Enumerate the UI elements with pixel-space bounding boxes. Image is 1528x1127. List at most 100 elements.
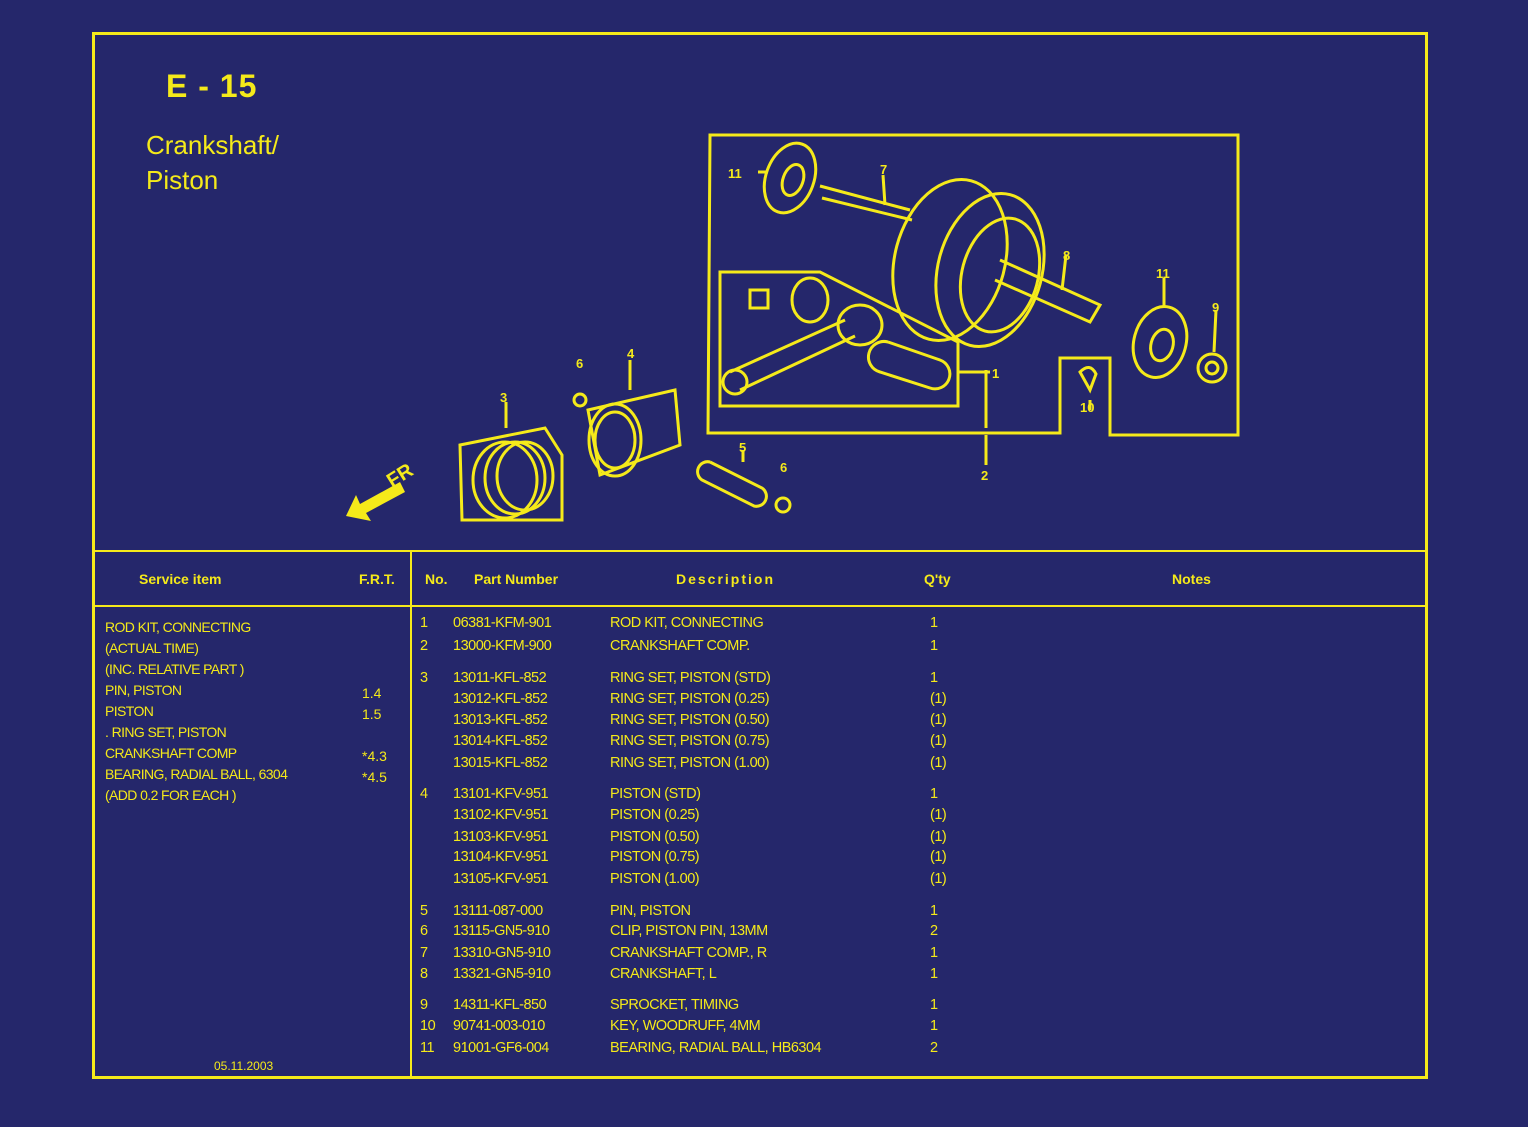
- part-number: 13310-GN5-910: [453, 945, 551, 961]
- timing-sprocket: [1196, 352, 1228, 384]
- part-description: CRANKSHAFT COMP., R: [610, 945, 767, 961]
- exploded-parts-diagram: FR 11 7 8 11 9 1 10 2 3 6 4 5 6: [346, 133, 1240, 522]
- callout-8: 8: [1063, 248, 1070, 263]
- ring-set-box: [458, 426, 564, 522]
- piston-pin: [696, 460, 768, 508]
- part-qty: (1): [930, 807, 947, 823]
- callout-10: 10: [1080, 400, 1094, 415]
- frt-value: *4.5: [362, 769, 387, 785]
- part-no: 9: [420, 997, 428, 1013]
- part-number: 91001-GF6-004: [453, 1040, 549, 1056]
- part-no: 2: [420, 638, 428, 654]
- part-number: 14311-KFL-850: [453, 997, 547, 1013]
- part-description: KEY, WOODRUFF, 4MM: [610, 1018, 761, 1034]
- service-item: (ADD 0.2 FOR EACH ): [105, 787, 237, 803]
- callout-2: 2: [981, 468, 988, 483]
- crankshaft-assembly-box: [706, 133, 1240, 437]
- part-qty: (1): [930, 849, 947, 865]
- callout-3: 3: [500, 390, 507, 405]
- section-title: Crankshaft/ Piston: [146, 128, 279, 198]
- service-item: ROD KIT, CONNECTING: [105, 619, 251, 635]
- part-description: PIN, PISTON: [610, 903, 691, 919]
- front-direction-label: FR: [383, 459, 418, 492]
- part-description: PISTON (1.00): [610, 871, 700, 887]
- table-top-rule: [94, 550, 1426, 552]
- catalog-frame: [92, 32, 1428, 1079]
- service-item: (INC. RELATIVE PART ): [105, 661, 244, 677]
- needle-bearing: [790, 276, 830, 324]
- part-number: 13102-KFV-951: [453, 807, 549, 823]
- part-number: 13014-KFL-852: [453, 733, 548, 749]
- part-number: 13115-GN5-910: [453, 923, 550, 939]
- part-qty: 1: [930, 966, 938, 982]
- part-qty: 1: [930, 615, 938, 631]
- part-no: 3: [420, 670, 428, 686]
- part-number: 13103-KFV-951: [453, 829, 549, 845]
- crank-web-right: [934, 191, 1046, 349]
- part-description: BEARING, RADIAL BALL, HB6304: [610, 1040, 822, 1056]
- part-no: 11: [420, 1040, 435, 1056]
- part-description: PISTON (0.50): [610, 829, 700, 845]
- piston-clip-bottom: [774, 496, 792, 514]
- part-no: 7: [420, 945, 428, 961]
- part-qty: (1): [930, 829, 947, 845]
- header-description: Description: [676, 571, 776, 587]
- part-qty: (1): [930, 755, 947, 771]
- header-notes: Notes: [1172, 571, 1211, 587]
- part-number: 13011-KFL-852: [453, 670, 547, 686]
- header-frt: F.R.T.: [359, 571, 395, 587]
- piston-clip-top: [572, 392, 588, 408]
- part-qty: (1): [930, 871, 947, 887]
- crankshaft-tail: [994, 258, 1103, 324]
- part-number: 13000-KFM-900: [453, 638, 552, 654]
- part-no: 1: [420, 615, 428, 631]
- title-line-2: Piston: [146, 165, 219, 195]
- service-item: BEARING, RADIAL BALL, 6304: [105, 766, 288, 782]
- part-number: 13012-KFL-852: [453, 691, 548, 707]
- part-number: 06381-KFM-901: [453, 615, 552, 631]
- service-item: (ACTUAL TIME): [105, 640, 199, 656]
- header-part-number: Part Number: [474, 571, 559, 587]
- part-qty: 1: [930, 903, 938, 919]
- part-description: CLIP, PISTON PIN, 13MM: [610, 923, 768, 939]
- part-qty: 1: [930, 638, 938, 654]
- woodruff-key: [1078, 366, 1098, 394]
- small-square: [748, 288, 770, 310]
- callout-1: 1: [992, 366, 999, 381]
- section-code: E - 15: [166, 68, 258, 104]
- part-qty: (1): [930, 733, 947, 749]
- part-qty: (1): [930, 691, 947, 707]
- callout-11-left: 11: [728, 166, 742, 181]
- front-direction-arrow: [346, 482, 405, 521]
- left-bearing: [762, 141, 818, 215]
- part-description: ROD KIT, CONNECTING: [610, 615, 764, 631]
- revision-date: 05.11.2003: [214, 1059, 274, 1073]
- part-no: 10: [420, 1018, 436, 1034]
- header-qty: Q'ty: [924, 571, 951, 587]
- crank-web-left: [891, 178, 1009, 342]
- service-item: . RING SET, PISTON: [105, 724, 227, 740]
- header-no: No.: [425, 571, 448, 587]
- part-number: 13321-GN5-910: [453, 966, 551, 982]
- service-item: PIN, PISTON: [105, 682, 182, 698]
- part-qty: 1: [930, 670, 938, 686]
- part-qty: 1: [930, 997, 938, 1013]
- part-number: 13111-087-000: [453, 903, 543, 919]
- title-line-1: Crankshaft/: [146, 130, 279, 160]
- part-description: PISTON (0.75): [610, 849, 700, 865]
- part-number: 90741-003-010: [453, 1018, 545, 1034]
- part-no: 5: [420, 903, 428, 919]
- part-description: RING SET, PISTON (0.75): [610, 733, 770, 749]
- part-no: 8: [420, 966, 428, 982]
- part-description: RING SET, PISTON (0.25): [610, 691, 770, 707]
- frt-value: 1.4: [362, 685, 382, 701]
- part-qty: 1: [930, 1018, 938, 1034]
- part-no: 6: [420, 923, 428, 939]
- service-item: PISTON: [105, 703, 154, 719]
- part-qty: 1: [930, 786, 938, 802]
- service-item: CRANKSHAFT COMP: [105, 745, 237, 761]
- part-description: RING SET, PISTON (STD): [610, 670, 771, 686]
- part-no: 4: [420, 786, 428, 802]
- right-bearing: [1131, 305, 1189, 379]
- header-service-item: Service item: [139, 571, 222, 587]
